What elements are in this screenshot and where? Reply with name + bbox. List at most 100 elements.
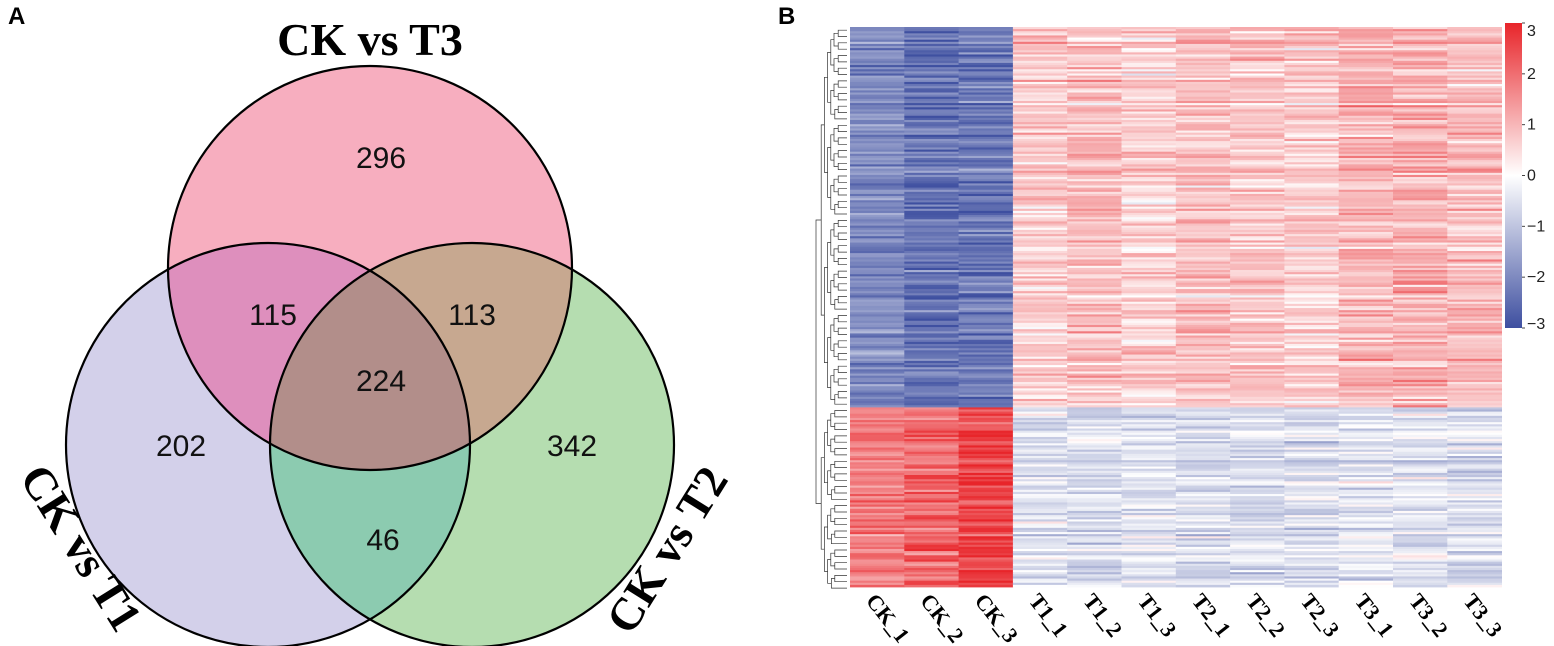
- heatmap-cell: [1284, 67, 1340, 70]
- heatmap-cell: [904, 295, 959, 298]
- heatmap-cell: [1447, 576, 1502, 579]
- heatmap-cell: [958, 261, 1014, 265]
- heatmap-cell: [850, 426, 905, 429]
- heatmap-cell: [1338, 496, 1394, 499]
- heatmap-cell: [1067, 43, 1122, 47]
- heatmap-cell: [1284, 521, 1340, 524]
- heatmap-cell: [850, 553, 905, 556]
- heatmap-cell: [850, 455, 905, 459]
- heatmap-cell: [1175, 443, 1231, 446]
- heatmap-cell: [1067, 52, 1122, 55]
- heatmap-cell: [958, 491, 1014, 495]
- heatmap-cell: [1284, 576, 1340, 579]
- heatmap-cell: [958, 242, 1014, 246]
- heatmap-cell: [1447, 327, 1502, 330]
- heatmap-cell: [904, 174, 959, 178]
- heatmap-cell: [1447, 441, 1502, 444]
- heatmap-cell: [958, 365, 1014, 368]
- heatmap-cell: [1393, 504, 1448, 508]
- heatmap-cell: [1067, 109, 1122, 112]
- heatmap-cell: [1230, 426, 1285, 429]
- heatmap-cell: [958, 517, 1014, 520]
- heatmap-cell: [1284, 434, 1340, 438]
- heatmap-cell: [1393, 417, 1448, 421]
- heatmap-cell: [958, 301, 1014, 305]
- heatmap-cell: [1012, 415, 1068, 419]
- heatmap-cell: [1175, 464, 1231, 467]
- heatmap-cell: [1012, 248, 1068, 252]
- heatmap-cell: [1012, 462, 1068, 465]
- heatmap-cell: [1338, 248, 1394, 252]
- heatmap-cell: [1393, 327, 1448, 330]
- heatmap-cell: [1230, 43, 1285, 47]
- dendrogram-branch: [830, 413, 835, 427]
- heatmap-cell: [1393, 251, 1448, 254]
- heatmap-cell: [850, 483, 905, 486]
- heatmap-cell: [904, 356, 959, 360]
- heatmap-cell: [1284, 191, 1340, 195]
- dendrogram-branch: [837, 353, 847, 361]
- heatmap-cell: [1175, 204, 1231, 208]
- heatmap-cell: [1393, 141, 1448, 144]
- heatmap-cell: [850, 561, 905, 565]
- heatmap-cell: [1338, 337, 1394, 341]
- heatmap-cell: [1230, 261, 1285, 265]
- heatmap-cell: [958, 422, 1014, 425]
- heatmap-cell: [1067, 447, 1122, 451]
- heatmap-cell: [1067, 551, 1122, 554]
- heatmap-cell: [1393, 348, 1448, 351]
- heatmap-cell: [1447, 310, 1502, 313]
- heatmap-cell: [904, 451, 959, 455]
- dendrogram-branch: [833, 83, 839, 98]
- heatmap-cell: [1121, 274, 1177, 277]
- heatmap-cell: [904, 333, 959, 336]
- heatmap-cell: [1393, 462, 1448, 465]
- heatmap-cell: [1338, 379, 1394, 383]
- dendrogram-branch: [824, 267, 828, 363]
- heatmap-cell: [1175, 65, 1231, 68]
- heatmap-cell: [1447, 219, 1502, 222]
- heatmap-cell: [1230, 517, 1285, 520]
- heatmap-cell: [850, 255, 905, 258]
- heatmap-cell: [1338, 221, 1394, 224]
- heatmap-cell: [1067, 278, 1122, 281]
- heatmap-cell: [1230, 274, 1285, 277]
- heatmap-cell: [1175, 297, 1231, 300]
- heatmap-cell: [1175, 343, 1231, 347]
- heatmap-cell: [958, 86, 1014, 89]
- heatmap-cell: [904, 253, 959, 256]
- heatmap-cell: [850, 210, 905, 214]
- heatmap-cell: [1393, 548, 1448, 552]
- heatmap-cell: [1121, 86, 1177, 89]
- heatmap-cell: [1230, 472, 1285, 476]
- heatmap-cell: [1121, 84, 1177, 87]
- heatmap-cell: [1012, 538, 1068, 541]
- heatmap-cell: [1230, 166, 1285, 169]
- heatmap-cell: [1121, 481, 1177, 484]
- heatmap-cell: [1447, 356, 1502, 360]
- heatmap-cell: [1284, 136, 1340, 140]
- heatmap-cell: [904, 69, 959, 72]
- heatmap-cell: [850, 185, 905, 188]
- heatmap-cell: [1067, 284, 1122, 288]
- heatmap-cell: [1284, 278, 1340, 281]
- column-label: T1_3: [1133, 589, 1182, 642]
- heatmap-cell: [1230, 542, 1285, 546]
- heatmap-cell: [1230, 35, 1285, 38]
- heatmap-cell: [958, 337, 1014, 341]
- dendrogram-branch: [837, 270, 847, 278]
- heatmap-cell: [1121, 198, 1177, 201]
- heatmap-cell: [1175, 485, 1231, 489]
- heatmap-cell: [1447, 335, 1502, 339]
- heatmap-cell: [1230, 202, 1285, 205]
- heatmap-cell: [1230, 365, 1285, 368]
- heatmap-cell: [904, 343, 959, 347]
- heatmap-cell: [1067, 293, 1122, 296]
- heatmap-cell: [1447, 212, 1502, 216]
- heatmap-cell: [1338, 458, 1394, 461]
- heatmap-cell: [1338, 504, 1394, 508]
- heatmap-cell: [1393, 544, 1448, 548]
- heatmap-cell: [1284, 405, 1340, 408]
- heatmap-cell: [1121, 48, 1177, 51]
- venn-overlap-all: [270, 243, 470, 470]
